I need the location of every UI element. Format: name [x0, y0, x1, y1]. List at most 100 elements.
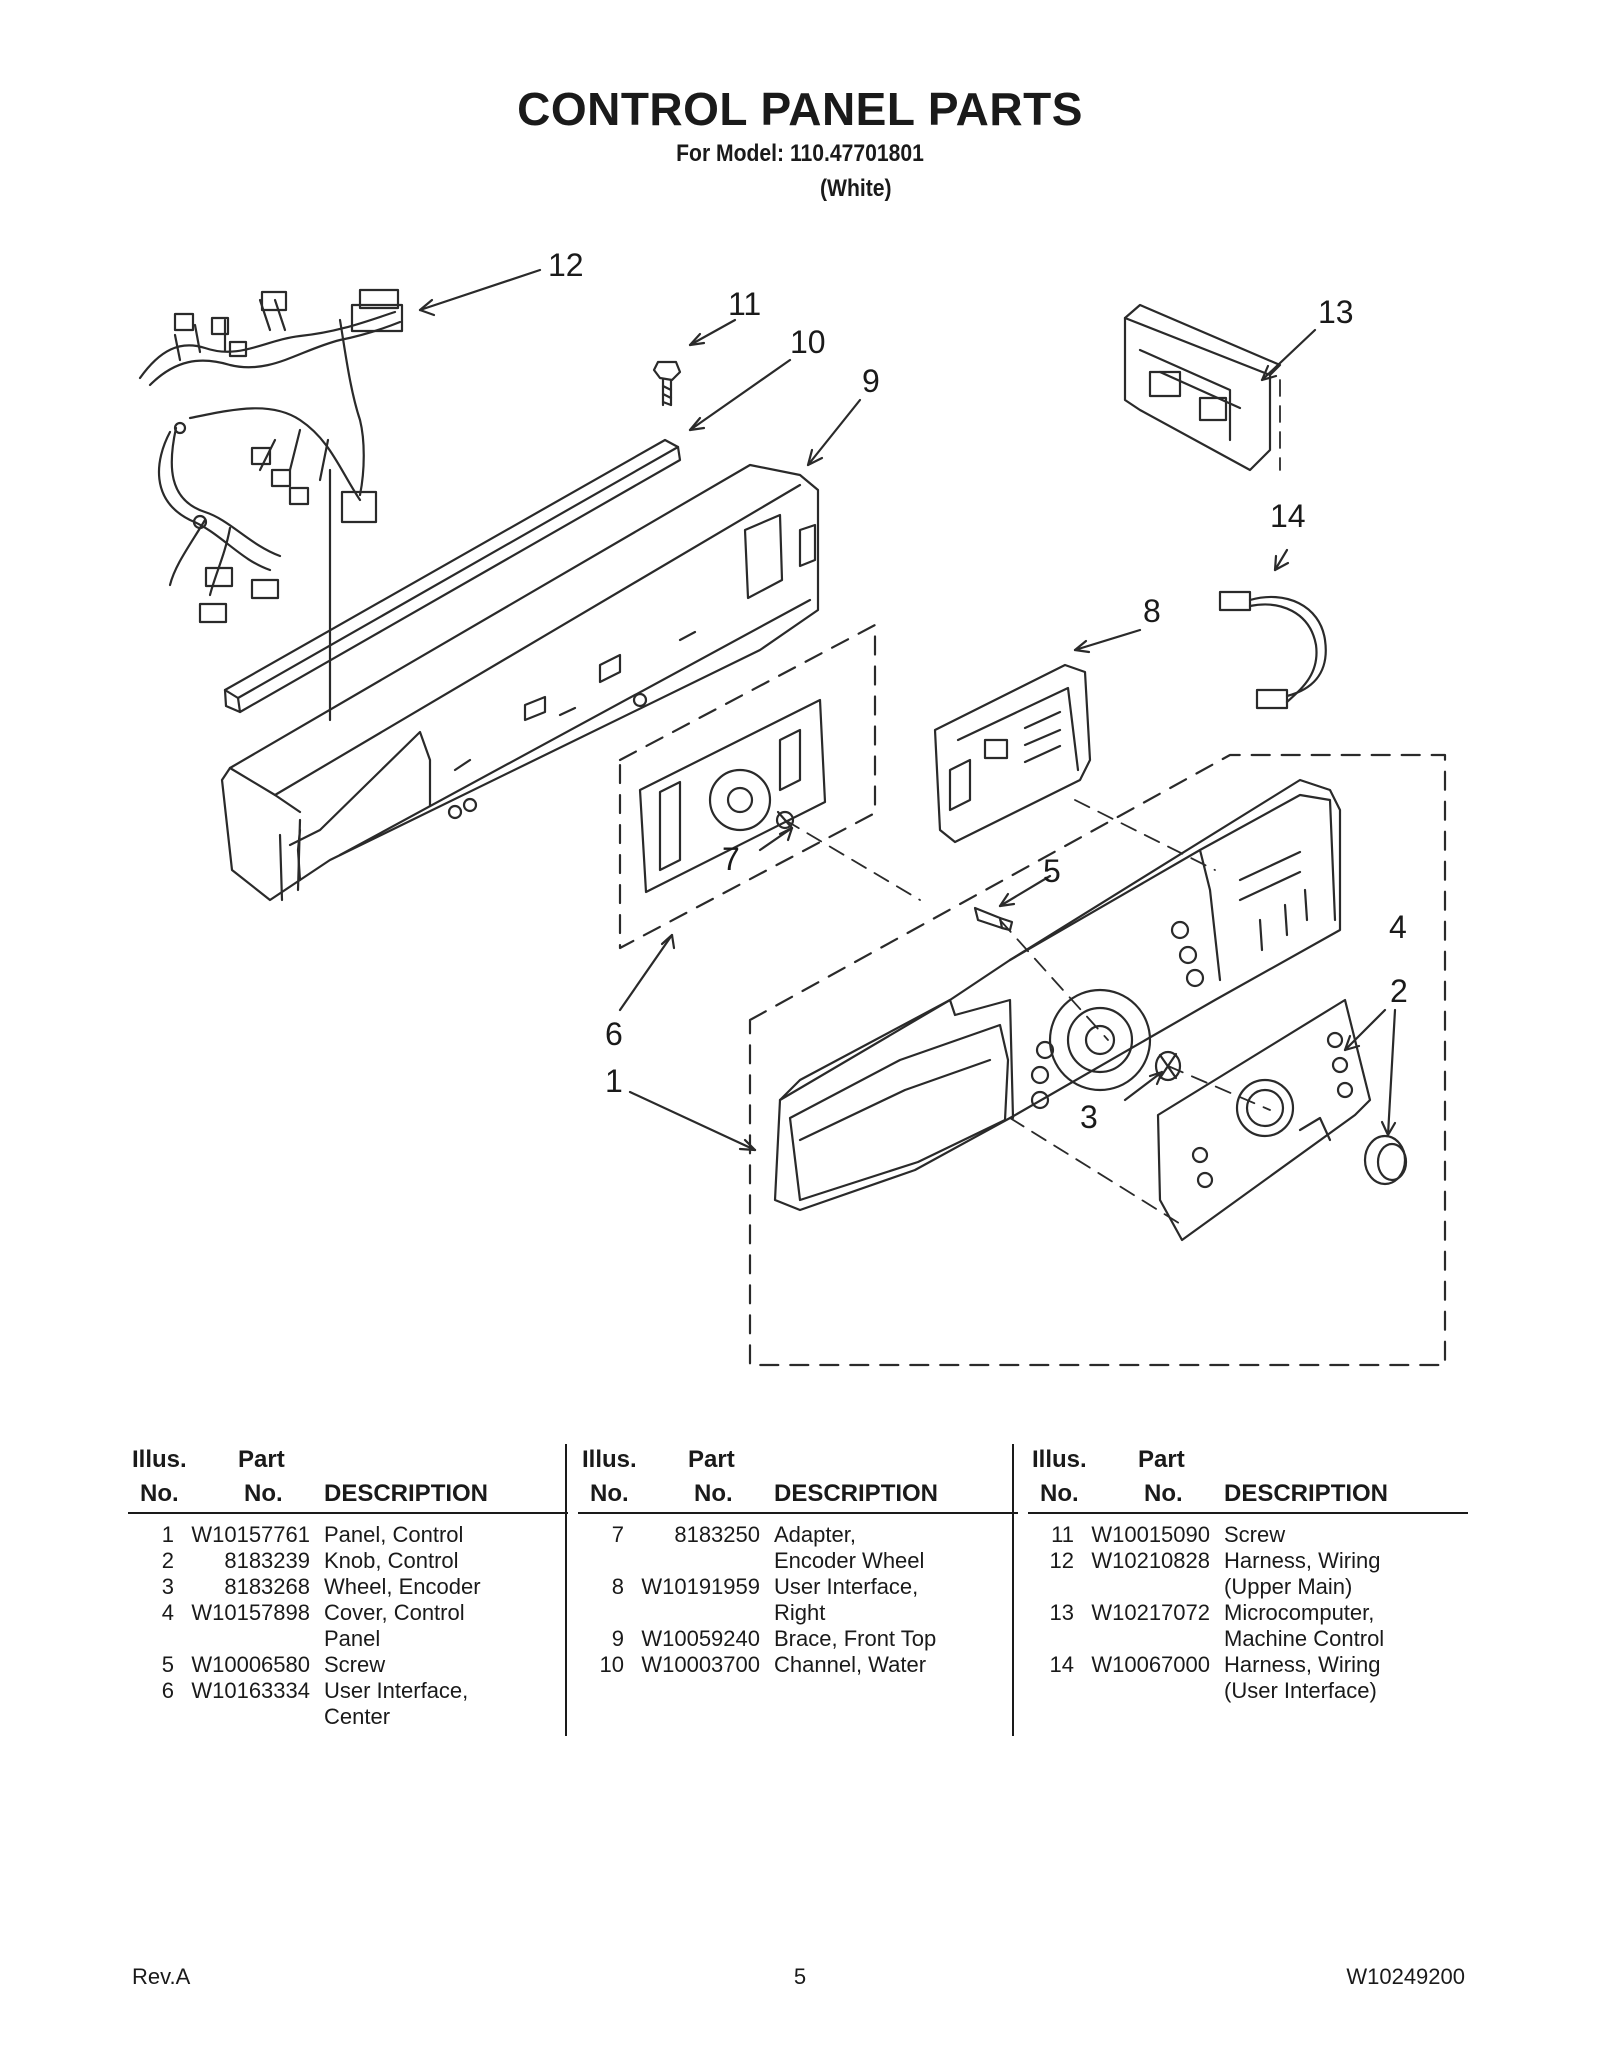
column-divider — [1012, 1444, 1014, 1736]
microcomputer-machine-control — [1123, 303, 1282, 472]
callout-labels: 12 11 10 9 13 14 8 7 5 4 2 6 1 3 — [548, 247, 1408, 1135]
part-description: User Interface, Center — [324, 1678, 469, 1729]
illus-number: 14 — [1049, 1652, 1074, 1677]
part-description: Microcomputer, Machine Control — [1224, 1600, 1385, 1651]
illus-number: 3 — [161, 1574, 174, 1599]
part-number: 8183268 — [224, 1574, 310, 1599]
page-number: 5 — [793, 1964, 807, 1989]
callout-3: 3 — [1080, 1099, 1098, 1135]
model-line: For Model: 110.47701801 — [676, 140, 924, 167]
part-description: Channel, Water — [774, 1652, 927, 1677]
exploded-parts-diagram: 12 11 10 9 13 14 8 7 5 4 2 6 1 3 — [138, 247, 1447, 1367]
part-number: W10163334 — [191, 1678, 310, 1703]
callout-12: 12 — [548, 247, 584, 283]
part-description: Harness, Wiring (User Interface) — [1224, 1652, 1381, 1703]
part-number: 8183250 — [674, 1522, 760, 1547]
illus-number: 13 — [1049, 1600, 1074, 1625]
front-top-brace — [220, 463, 820, 902]
illus-number: 4 — [161, 1600, 174, 1625]
parts-column-1: Illus. No. Part No. DESCRIPTION 1 W101577… — [128, 1440, 568, 1730]
part-number: W10157898 — [191, 1600, 310, 1625]
part-description: Adapter, Encoder Wheel — [774, 1522, 925, 1573]
revision-label: Rev.A — [132, 1964, 191, 1989]
callout-13: 13 — [1318, 294, 1354, 330]
illus-number: 11 — [1051, 1522, 1074, 1547]
parts-rows: 7 8183250 Adapter, Encoder Wheel 8 W10191959… — [578, 1522, 1018, 1678]
part-description: Harness, Wiring (Upper Main) — [1224, 1548, 1381, 1599]
table-row: 11 W10015090 Screw — [1028, 1522, 1468, 1548]
water-channel — [223, 438, 682, 714]
table-row: 7 8183250 Adapter, Encoder Wheel — [578, 1522, 1018, 1574]
illus-number: 7 — [611, 1522, 624, 1547]
illus-number: 6 — [161, 1678, 174, 1703]
control-knob — [1363, 1134, 1408, 1186]
wiring-harness-ui — [1218, 590, 1327, 710]
callout-5: 5 — [1043, 853, 1061, 889]
part-number: W10003700 — [641, 1652, 760, 1677]
part-description: Brace, Front Top — [774, 1626, 937, 1651]
control-panel-box — [748, 753, 1447, 1367]
parts-column-2: Illus. No. Part No. DESCRIPTION 7 8183250… — [578, 1440, 1018, 1678]
part-number: W10157761 — [191, 1522, 310, 1547]
part-number: W10067000 — [1091, 1652, 1210, 1677]
table-header: Illus. No. Part No. DESCRIPTION — [1028, 1440, 1468, 1514]
column-divider — [565, 1444, 567, 1736]
callout-8: 8 — [1143, 593, 1161, 629]
page-title: CONTROL PANEL PARTS — [517, 83, 1083, 135]
illus-number: 8 — [611, 1574, 624, 1599]
callout-2: 2 — [1390, 973, 1408, 1009]
part-number: W10006580 — [191, 1652, 310, 1677]
screw-11 — [652, 360, 682, 407]
table-header: Illus. No. Part No. DESCRIPTION — [128, 1440, 568, 1514]
part-description: Knob, Control — [324, 1548, 459, 1573]
part-number: W10059240 — [641, 1626, 760, 1651]
part-number: W10015090 — [1091, 1522, 1210, 1547]
part-description: Screw — [1224, 1522, 1286, 1547]
table-row: 14 W10067000 Harness, Wiring (User Interfa… — [1028, 1652, 1468, 1704]
part-number: 8183239 — [224, 1548, 310, 1573]
table-row: 13 W10217072 Microcomputer, Machine Contro… — [1028, 1600, 1468, 1652]
part-description: Cover, Control Panel — [324, 1600, 465, 1651]
part-number: W10217072 — [1091, 1600, 1210, 1625]
illus-number: 9 — [611, 1626, 624, 1651]
table-header: Illus. No. Part No. DESCRIPTION — [578, 1440, 1018, 1514]
illus-number: 10 — [599, 1652, 624, 1677]
table-row: 10 W10003700 Channel, Water — [578, 1652, 1018, 1678]
wiring-harness-upper-main — [138, 288, 404, 624]
callout-7: 7 — [722, 841, 740, 877]
table-row: 6 W10163334 User Interface, Center — [128, 1678, 568, 1730]
part-number: W10191959 — [641, 1574, 760, 1599]
table-row: 9 W10059240 Brace, Front Top — [578, 1626, 1018, 1652]
user-interface-right — [933, 663, 1092, 844]
illus-number: 1 — [161, 1522, 174, 1547]
callout-11: 11 — [728, 286, 761, 322]
part-number: W10210828 — [1091, 1548, 1210, 1573]
part-description: User Interface, Right — [774, 1574, 919, 1625]
parts-column-3: Illus. No. Part No. DESCRIPTION 11 W10015… — [1028, 1440, 1468, 1704]
illus-number: 2 — [161, 1548, 174, 1573]
illus-number: 12 — [1049, 1548, 1074, 1573]
control-panel-cover — [1156, 998, 1372, 1242]
table-row: 8 W10191959 User Interface, Right — [578, 1574, 1018, 1626]
user-interface-center-box — [618, 623, 877, 950]
callout-14: 14 — [1270, 498, 1306, 534]
part-description: Screw — [324, 1652, 386, 1677]
table-row: 4 W10157898 Cover, Control Panel — [128, 1600, 568, 1652]
document-number: W10249200 — [1346, 1964, 1465, 1989]
color-line: (White) — [820, 175, 892, 202]
callout-10: 10 — [790, 324, 826, 360]
table-row: 2 8183239 Knob, Control — [128, 1548, 568, 1574]
callout-9: 9 — [862, 363, 880, 399]
callout-4: 4 — [1389, 909, 1407, 945]
table-row: 1 W10157761 Panel, Control — [128, 1522, 568, 1548]
callout-6: 6 — [605, 1016, 623, 1052]
table-row: 12 W10210828 Harness, Wiring (Upper Main) — [1028, 1548, 1468, 1600]
user-interface-center — [638, 698, 827, 894]
part-description: Panel, Control — [324, 1522, 464, 1547]
control-panel — [773, 778, 1342, 1212]
parts-rows: 1 W10157761 Panel, Control 2 8183239 Knob, Co… — [128, 1522, 568, 1730]
screw-5 — [973, 906, 1014, 932]
